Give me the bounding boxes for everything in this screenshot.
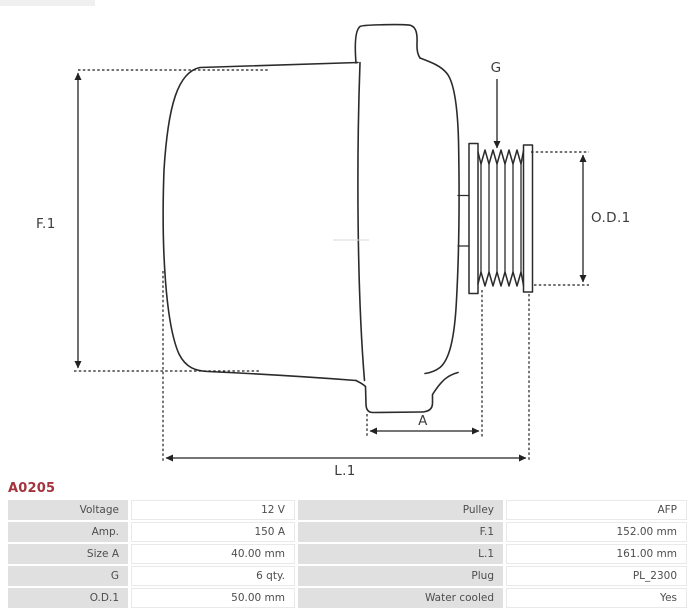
pulley-left-flange (468, 142, 479, 295)
bottom-mount-lug-path (355, 371, 459, 414)
part-number-link[interactable]: A0205 (8, 481, 56, 496)
spec-label: G (8, 566, 128, 586)
spec-value: AFP (506, 500, 687, 520)
od1-label: O.D.1 (591, 210, 631, 226)
corner-artifact (0, 0, 95, 6)
spec-label: O.D.1 (8, 588, 128, 608)
spec-table: Voltage 12 V Pulley AFP Amp. 150 A F.1 1… (8, 500, 687, 608)
a-label: A (418, 413, 428, 429)
top-mount-lug-path (354, 23, 421, 64)
pulley-right-flange (522, 144, 534, 293)
f1-label: F.1 (36, 216, 56, 232)
g-label: G (491, 60, 502, 76)
alternator-body-outline (162, 23, 470, 414)
spec-label: Plug (298, 566, 503, 586)
spec-value: 150 A (131, 522, 295, 542)
spec-label: L.1 (298, 544, 503, 564)
spec-value: 152.00 mm (506, 522, 687, 542)
spec-label: Pulley (298, 500, 503, 520)
pulley-ribs-bottom-zigzag (477, 271, 525, 287)
pulley (468, 142, 534, 295)
pulley-groove-lines (480, 163, 522, 273)
spec-label: F.1 (298, 522, 503, 542)
rear-housing-path (162, 61, 359, 382)
dimension-extension-lines (74, 69, 589, 461)
front-bracket-path (419, 57, 460, 375)
dimension-arrows (74, 72, 587, 462)
spec-label: Amp. (8, 522, 128, 542)
pulley-ribs-top-zigzag (477, 149, 525, 165)
housing-seam-path (357, 61, 366, 382)
l1-label: L.1 (334, 463, 356, 478)
spec-value: PL_2300 (506, 566, 687, 586)
spec-value: 161.00 mm (506, 544, 687, 564)
spec-label: Voltage (8, 500, 128, 520)
spec-label: Size A (8, 544, 128, 564)
spec-value: 6 qty. (131, 566, 295, 586)
alternator-technical-drawing: F.1 G O.D.1 A L.1 (36, 23, 631, 478)
spec-value: 50.00 mm (131, 588, 295, 608)
spec-value: 12 V (131, 500, 295, 520)
spec-label: Water cooled (298, 588, 503, 608)
spec-value: 40.00 mm (131, 544, 295, 564)
spec-value: Yes (506, 588, 687, 608)
